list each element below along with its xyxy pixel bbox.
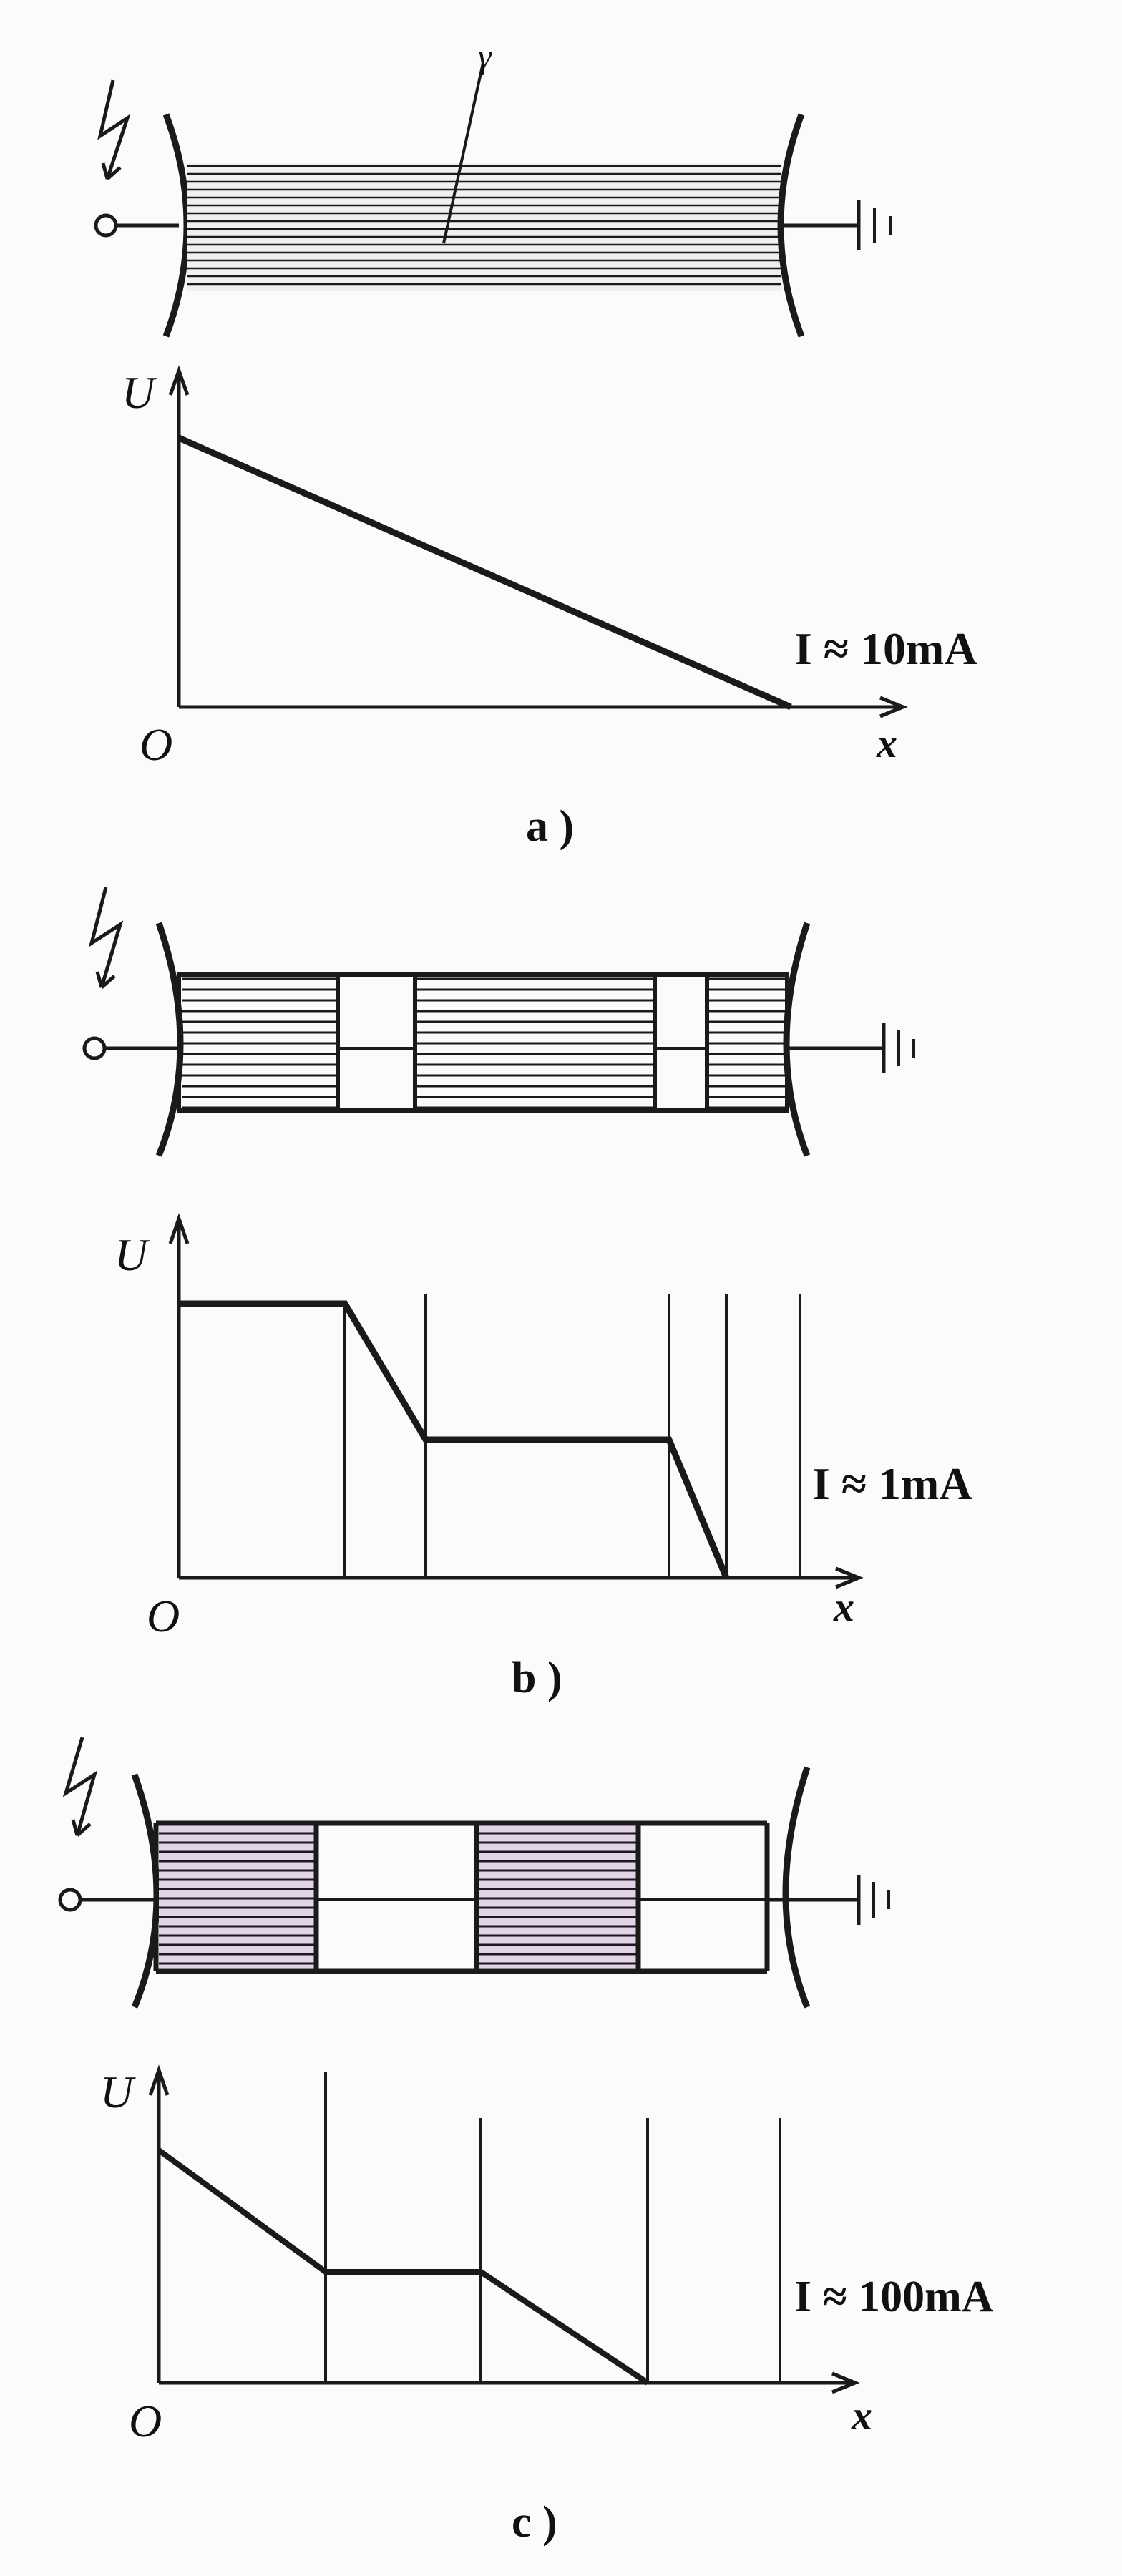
right-electrode (782, 1766, 811, 2009)
current-label: I ≈ 10mA (794, 623, 977, 674)
axis-y-label: U (122, 367, 157, 418)
lightning-arrow-icon (88, 887, 124, 989)
lightning-arrow-icon (97, 79, 131, 180)
current-label: I ≈ 1mA (812, 1458, 972, 1509)
axis-y-label: U (100, 2067, 136, 2117)
axis-x-label: x (851, 2392, 872, 2439)
panel-a: γ U O x I ≈ 10mA a ) (94, 38, 977, 851)
right-electrode (783, 922, 811, 1157)
left-electrode (131, 1773, 160, 2009)
axis-y-label: U (114, 1229, 150, 1280)
right-electrode (777, 113, 805, 338)
discharge-column (187, 163, 781, 291)
terminal-circle-icon (82, 1036, 107, 1060)
gap-diagram-b (82, 887, 915, 1157)
caption-a: a ) (526, 802, 574, 851)
voltage-curve (157, 2147, 650, 2386)
voltage-plot-b: U O x I ≈ 1mA (114, 1213, 972, 1641)
gap-pointer (442, 62, 484, 244)
terminal-circle-icon (58, 1888, 82, 1912)
voltage-plot-a: U O x I ≈ 10mA (122, 365, 977, 770)
caption-b: b ) (512, 1654, 562, 1702)
lightning-arrow-icon (62, 1737, 98, 1837)
origin-label: O (147, 1591, 180, 1641)
ground-icon (882, 1023, 915, 1073)
gap-diagram-c (58, 1737, 890, 2009)
voltage-plot-c: U O x I ≈ 100mA (100, 2064, 994, 2446)
origin-label: O (129, 2396, 162, 2446)
voltage-curve (179, 1300, 730, 1579)
ground-icon (857, 200, 892, 250)
discharge-hatch (187, 165, 781, 286)
panel-b: U O x I ≈ 1mA b ) (82, 887, 972, 1702)
axis-x-label: x (876, 720, 897, 766)
left-electrode (162, 113, 190, 338)
voltage-curve (177, 434, 792, 711)
discharge-hatch (182, 977, 785, 1109)
origin-label: O (140, 719, 172, 770)
panel-c: U O x I ≈ 100mA c ) (58, 1737, 994, 2547)
ground-icon (857, 1875, 890, 1925)
gap-diagram-a: γ (94, 38, 892, 338)
terminal-circle-icon (94, 213, 118, 238)
discharge-hatch (159, 1832, 637, 1965)
caption-c: c ) (512, 2498, 557, 2547)
axis-x-label: x (833, 1584, 854, 1630)
current-label: I ≈ 100mA (794, 2273, 994, 2321)
gap-label: γ (478, 38, 492, 76)
